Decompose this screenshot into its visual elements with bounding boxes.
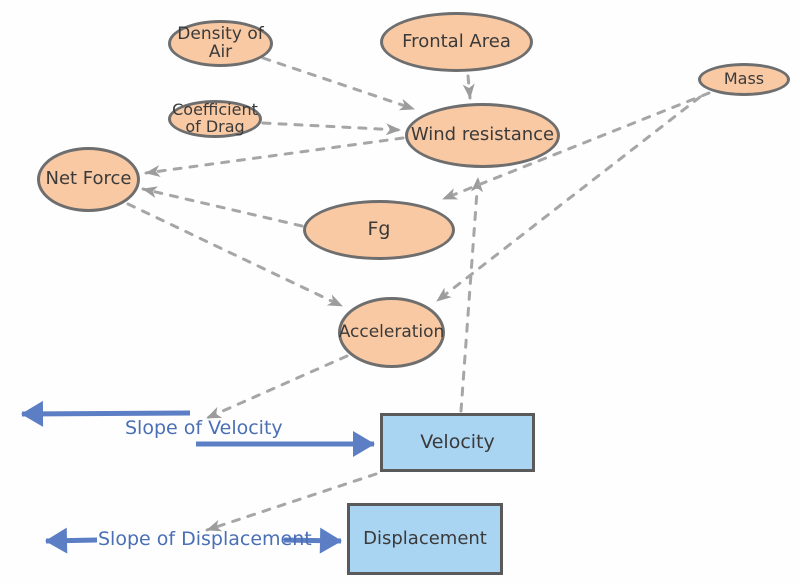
node-label: Density of Air [177, 23, 264, 62]
node-label: Mass [723, 69, 765, 89]
slope-of-displacement-left-arrow [45, 527, 98, 554]
node-label: Displacement [363, 527, 487, 549]
edge-velocity-to-wind-resistance [459, 176, 483, 413]
edge-velocity-to-slope-of-displacement [205, 472, 378, 532]
edge-frontal-area-to-wind-resistance [462, 74, 475, 100]
node-frontal-area[interactable]: Frontal Area [380, 12, 533, 72]
edge-coefficient-of-drag-to-wind-resistance [261, 121, 402, 136]
node-label: Coefficient of Drag [172, 100, 258, 136]
edge-wind-resistance-to-net-force [144, 136, 405, 178]
slope-of-velocity-left-arrow [21, 400, 191, 427]
node-velocity[interactable]: Velocity [380, 413, 535, 472]
node-coefficient-of-drag[interactable]: Coefficient of Drag [168, 100, 262, 138]
edge-fg-to-net-force [141, 186, 304, 228]
node-label: Wind resistance [410, 124, 555, 146]
node-label: Acceleration [338, 321, 445, 342]
edge-mass-to-fg [441, 91, 711, 201]
node-mass[interactable]: Mass [698, 63, 790, 96]
edge-density-of-air-to-wind-resistance [261, 56, 416, 111]
node-density-of-air[interactable]: Density of Air [168, 20, 273, 67]
node-label: Velocity [420, 430, 495, 453]
node-displacement[interactable]: Displacement [347, 503, 503, 575]
node-fg[interactable]: Fg [303, 200, 455, 260]
slope-of-displacement-right-arrow [283, 527, 342, 554]
node-label: Frontal Area [402, 30, 511, 52]
node-label: Fg [367, 218, 391, 241]
node-wind-resistance[interactable]: Wind resistance [405, 103, 560, 168]
node-acceleration[interactable]: Acceleration [338, 297, 445, 368]
slope-of-displacement-label: Slope of Displacement [98, 528, 312, 550]
edge-mass-to-acceleration [435, 95, 702, 303]
slope-of-velocity-label: Slope of Velocity [125, 417, 283, 439]
edge-net-force-to-acceleration [126, 202, 344, 308]
node-net-force[interactable]: Net Force [37, 147, 140, 212]
node-label: Net Force [45, 168, 132, 190]
edge-acceleration-to-slope-of-velocity [205, 354, 349, 420]
